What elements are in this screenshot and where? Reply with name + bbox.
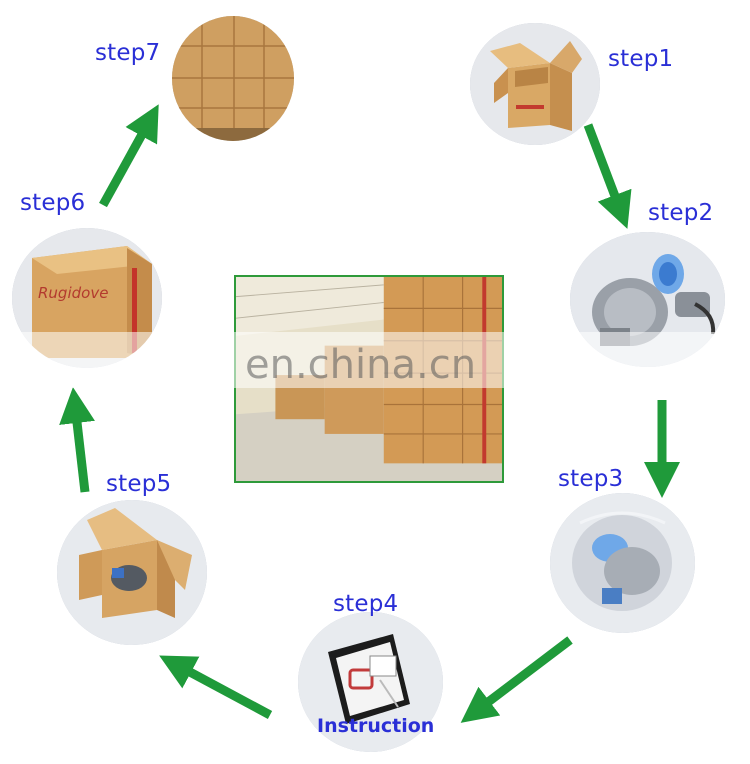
step1-label: step1 [608,46,674,72]
step2-photo-turbocharger [570,232,725,367]
step7-photo-pallet-boxes [172,16,294,141]
step3-label: step3 [558,466,624,492]
step4-label: step4 [333,591,399,617]
step6-photo-branded-box: Rugidove [12,228,162,368]
step5-label: step5 [106,471,172,497]
arrow-step4-to-step5 [159,655,273,719]
step5-photo-packed-box [57,500,207,645]
step7-label: step7 [95,40,161,66]
step2-label: step2 [648,200,714,226]
step4-photo-gasket-kit [298,612,443,752]
arrow-step5-to-step6 [59,387,95,493]
watermark-text: en.china.cn [245,342,477,388]
arrow-step3-to-step4 [460,636,573,723]
step6-label: step6 [20,190,86,216]
step1-photo-open-box [470,23,600,145]
step4-instruction-caption: Instruction [317,715,435,737]
arrow-step6-to-step7 [99,104,159,208]
step3-photo-bagged-turbo [550,493,695,633]
step6-box-brand: Rugidove [38,284,108,302]
